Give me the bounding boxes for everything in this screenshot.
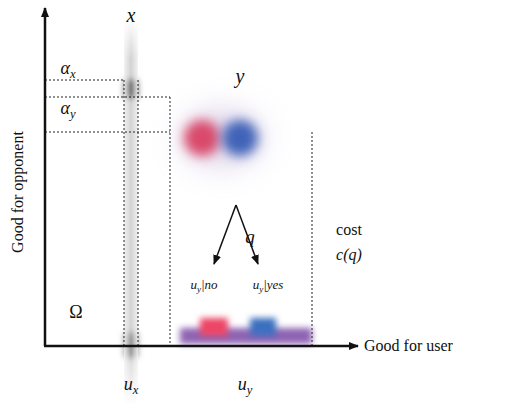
utility-label: ux — [124, 375, 139, 396]
axis-title: Good for opponent — [10, 131, 26, 253]
x-axis — [44, 345, 358, 348]
y-haze — [182, 110, 262, 166]
outcome-label: uy|no — [190, 278, 217, 294]
guide-lines — [45, 80, 312, 345]
utility-label: uy — [238, 375, 253, 396]
subscript: y — [70, 107, 76, 121]
subscript: y — [197, 284, 201, 294]
axis-title: Good for user — [364, 338, 453, 354]
region-label: Ω — [69, 303, 82, 321]
y-axis — [44, 8, 47, 346]
uy-bar — [180, 328, 312, 344]
subscript: y — [259, 284, 263, 294]
subscript: y — [247, 383, 253, 397]
question-label: q — [245, 227, 255, 246]
state-label: y — [236, 66, 245, 86]
alpha-label: αy — [60, 99, 75, 120]
band-label: x — [127, 5, 136, 25]
cost-label: cost — [336, 222, 362, 238]
q-arrow-yes — [236, 205, 258, 264]
y-blue — [222, 120, 258, 156]
y-red — [184, 120, 220, 156]
subscript: x — [133, 383, 139, 397]
subscript: x — [70, 67, 76, 81]
outcome-label: uy|yes — [253, 278, 284, 294]
q-arrow-no — [214, 205, 236, 264]
uy-yes-bar — [250, 318, 276, 336]
uy-no-bar — [200, 318, 228, 336]
cost-label: c(q) — [336, 247, 362, 263]
alpha-label: αx — [60, 59, 75, 80]
